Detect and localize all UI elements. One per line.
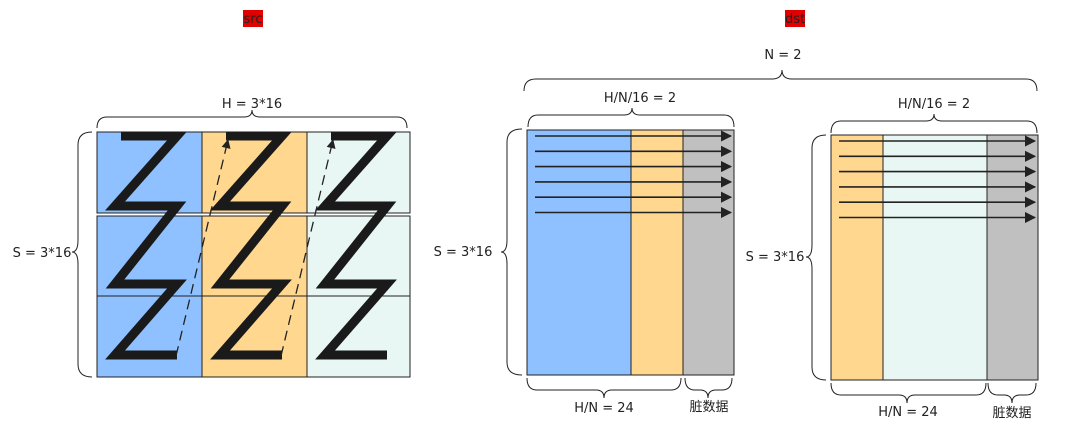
- panel2-bottom-brace: [830, 382, 987, 404]
- panel2-top-label: H/N/16 = 2: [898, 97, 970, 112]
- panel1-dirty-label: 脏数据: [689, 400, 728, 415]
- panel2-bottom-label: H/N = 24: [878, 405, 938, 420]
- dst-panel-1: [526, 129, 735, 376]
- panel1-dirty-brace: [684, 377, 733, 399]
- panel2-column-1: [882, 134, 988, 381]
- panel2-top-brace: [830, 113, 1038, 134]
- src-tag-bg: [243, 10, 263, 27]
- dst-tag: dst: [785, 12, 805, 27]
- src-tag: src: [244, 12, 263, 27]
- src-width-label: H = 3*16: [222, 97, 282, 112]
- src-height-brace: [71, 131, 93, 378]
- dst-tag-bg: [785, 10, 805, 27]
- dst-n-brace: [523, 69, 1038, 92]
- src-width-brace: [96, 109, 408, 129]
- panel2-side-label: S = 3*16: [746, 250, 805, 265]
- panel1-top-brace: [527, 107, 735, 128]
- panel1-column-0: [526, 129, 632, 376]
- panel1-bottom-brace: [526, 377, 682, 399]
- src-return-arrow-1: [280, 139, 336, 357]
- src-cell-1-2: [201, 295, 308, 378]
- panel1-top-label: H/N/16 = 2: [604, 91, 676, 106]
- src-zigzag-1: [210, 131, 292, 360]
- src-cell-2-2: [306, 295, 411, 378]
- dst-n-label: N = 2: [764, 48, 801, 63]
- panel2-dirty-brace: [987, 382, 1037, 404]
- panel1-side-label: S = 3*16: [434, 245, 493, 260]
- src-height-label: S = 3*16: [13, 246, 72, 261]
- src-zigzag-0: [105, 131, 187, 360]
- panel2-side-brace: [805, 134, 827, 381]
- panel1-bottom-label: H/N = 24: [574, 401, 634, 416]
- panel2-dirty-label: 脏数据: [992, 406, 1031, 421]
- panel1-column-1: [630, 129, 684, 376]
- src-cell-0-2: [96, 295, 203, 378]
- dst-panel-2: [830, 134, 1039, 381]
- panel2-column-0: [830, 134, 884, 381]
- src-zigzags: [105, 131, 397, 360]
- src-return-arrow-0: [175, 139, 231, 357]
- panel1-side-brace: [500, 128, 523, 376]
- src-zigzag-2: [315, 131, 397, 360]
